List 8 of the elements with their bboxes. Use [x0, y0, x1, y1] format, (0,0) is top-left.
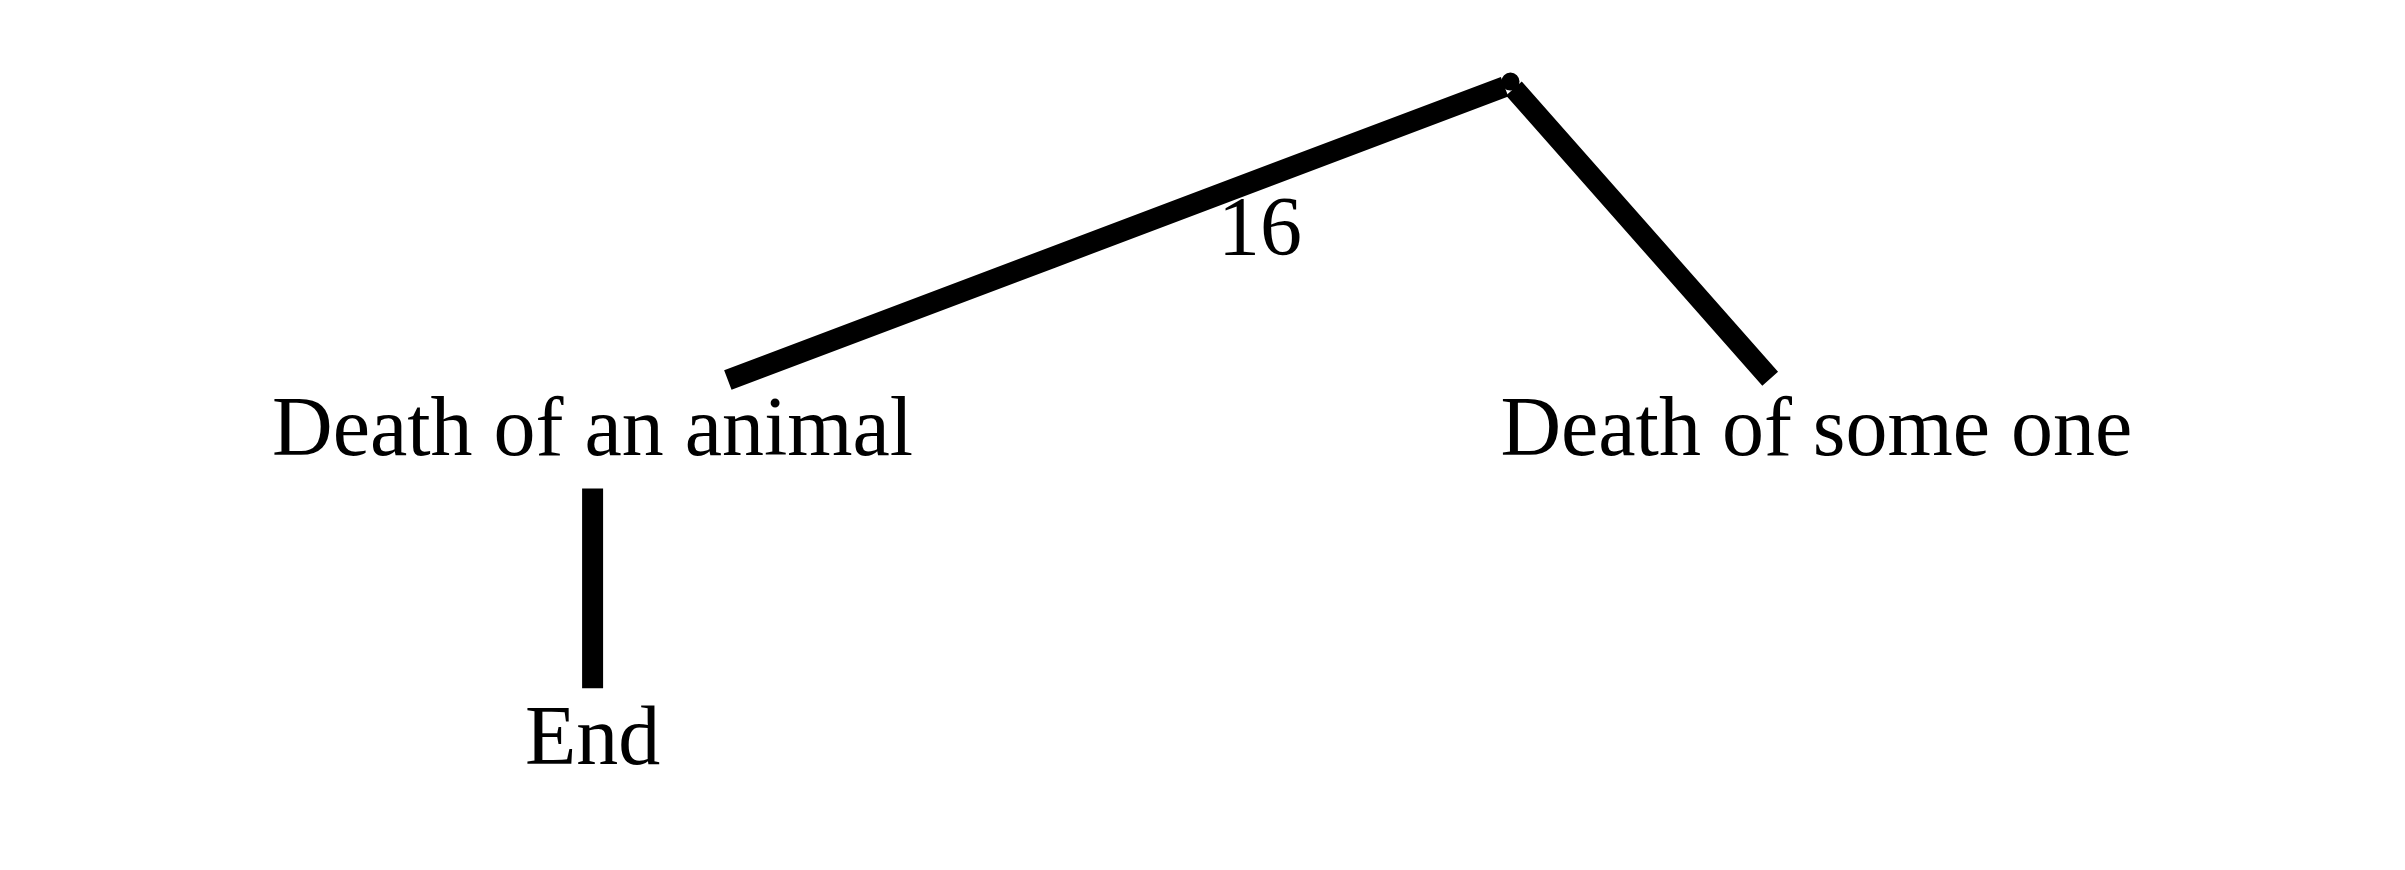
connector: [723, 76, 1508, 390]
node-text: Death of some one: [1499, 379, 2132, 473]
node-text: End: [524, 688, 660, 782]
connector: [581, 487, 603, 688]
connector: [1505, 81, 1778, 386]
node-point: [1500, 72, 1519, 91]
edge-label: 16: [1217, 179, 1302, 273]
node-text: Death of an animal: [271, 379, 913, 473]
